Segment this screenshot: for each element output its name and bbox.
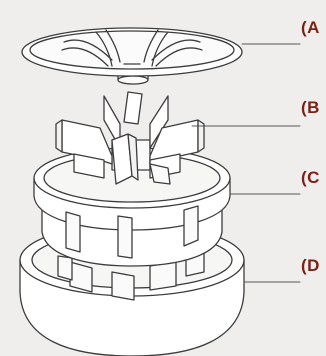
callout-label-b: (B: [301, 98, 320, 118]
part-a-sieve-lid-icon: [22, 28, 242, 84]
callout-label-c: (C: [301, 168, 320, 188]
callout-label-a: (A: [301, 18, 320, 38]
callout-label-d: (D: [301, 256, 320, 276]
